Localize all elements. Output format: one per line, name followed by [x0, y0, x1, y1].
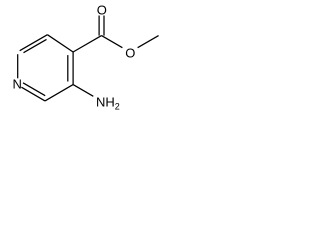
bond-c4-c6	[47, 34, 74, 53]
bond-c3-amine	[72, 84, 94, 97]
structure-diagram: N O O NH2	[13, 3, 159, 112]
amino-group-label: NH2	[96, 95, 120, 112]
carbonyl-oxygen-label: O	[97, 3, 107, 18]
bond-n1-c2	[21, 86, 46, 102]
amino-subscript-text: 2	[115, 102, 120, 112]
bond-c6-c5-inner	[23, 38, 47, 54]
ester-oxygen-label: O	[125, 46, 135, 61]
bond-c2-c3	[44, 84, 74, 102]
ring-nitrogen-label: N	[13, 77, 22, 92]
bond-n1-c2-inner	[22, 82, 46, 97]
bond-c6-c5	[19, 34, 48, 52]
bond-ester-o-methyl	[137, 35, 159, 49]
amino-nh-text: NH	[96, 95, 115, 110]
pyridine-ring	[17, 34, 74, 102]
bond-carbonyl-ester-o	[101, 35, 123, 49]
bond-c4-carbonyl	[72, 35, 102, 53]
ester-group	[72, 15, 159, 53]
